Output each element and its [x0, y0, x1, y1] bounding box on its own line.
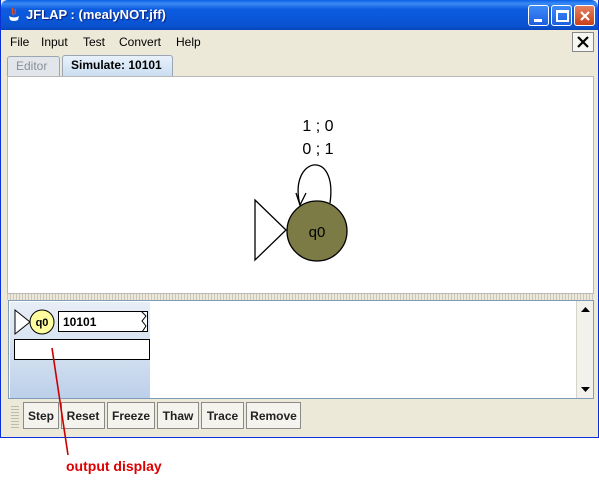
close-tab-button[interactable] [572, 32, 594, 52]
annotation-label: output display [66, 458, 162, 474]
minimize-button[interactable] [528, 5, 549, 26]
simulation-toolbar: Step Reset Freeze Thaw Trace Remove [8, 400, 594, 432]
input-tape: 10101 [58, 311, 148, 332]
initial-state-marker [14, 308, 31, 336]
vertical-scrollbar[interactable] [576, 301, 593, 398]
close-icon [580, 11, 590, 21]
menu-file[interactable]: File [10, 35, 30, 49]
thaw-button[interactable]: Thaw [157, 402, 199, 429]
automaton-canvas[interactable]: 1 ; 0 0 ; 1 q0 [7, 76, 594, 294]
transition-arrowhead [295, 192, 307, 207]
freeze-button[interactable]: Freeze [107, 402, 155, 429]
tape-torn-edge-icon [140, 311, 147, 332]
config-state-circle [29, 309, 55, 335]
tab-strip: Editor Simulate: 10101 [1, 53, 598, 77]
close-window-button[interactable] [574, 5, 595, 26]
menu-input[interactable]: Input [41, 35, 68, 49]
scroll-up-arrow-icon[interactable] [581, 307, 590, 312]
state-label: q0 [309, 224, 326, 241]
remove-button[interactable]: Remove [246, 402, 301, 429]
menu-help[interactable]: Help [176, 35, 201, 49]
split-pane-divider[interactable] [7, 294, 594, 300]
window-title: JFLAP : (mealyNOT.jff) [26, 7, 166, 22]
transition-label[interactable]: 0 ; 1 [302, 141, 333, 158]
trace-button[interactable]: Trace [201, 402, 244, 429]
menu-bar: File Input Test Convert Help [1, 30, 598, 53]
menu-convert[interactable]: Convert [119, 35, 162, 49]
app-window: JFLAP : (mealyNOT.jff) File Input Test C… [0, 0, 599, 438]
transition-label[interactable]: 1 ; 0 [302, 118, 333, 135]
java-app-icon [7, 7, 21, 23]
scroll-down-arrow-icon[interactable] [581, 387, 590, 392]
input-tape-text: 10101 [63, 315, 97, 329]
self-loop-transition[interactable] [297, 164, 332, 206]
state-q0[interactable] [286, 200, 348, 262]
minimize-icon [534, 19, 542, 22]
output-display [14, 339, 150, 360]
title-bar[interactable]: JFLAP : (mealyNOT.jff) [1, 0, 598, 30]
menu-test[interactable]: Test [83, 35, 106, 49]
initial-state-marker [254, 198, 287, 262]
toolbar-grip[interactable] [11, 404, 19, 428]
reset-button[interactable]: Reset [61, 402, 105, 429]
step-button[interactable]: Step [23, 402, 59, 429]
tab-simulate[interactable]: Simulate: 10101 [62, 55, 173, 77]
configuration-card[interactable]: q0 10101 [10, 302, 150, 398]
close-icon [577, 36, 589, 48]
tab-editor[interactable]: Editor [7, 56, 60, 76]
config-state-label: q0 [36, 317, 49, 329]
configuration-panel: q0 10101 [8, 300, 594, 399]
maximize-button[interactable] [551, 5, 572, 26]
